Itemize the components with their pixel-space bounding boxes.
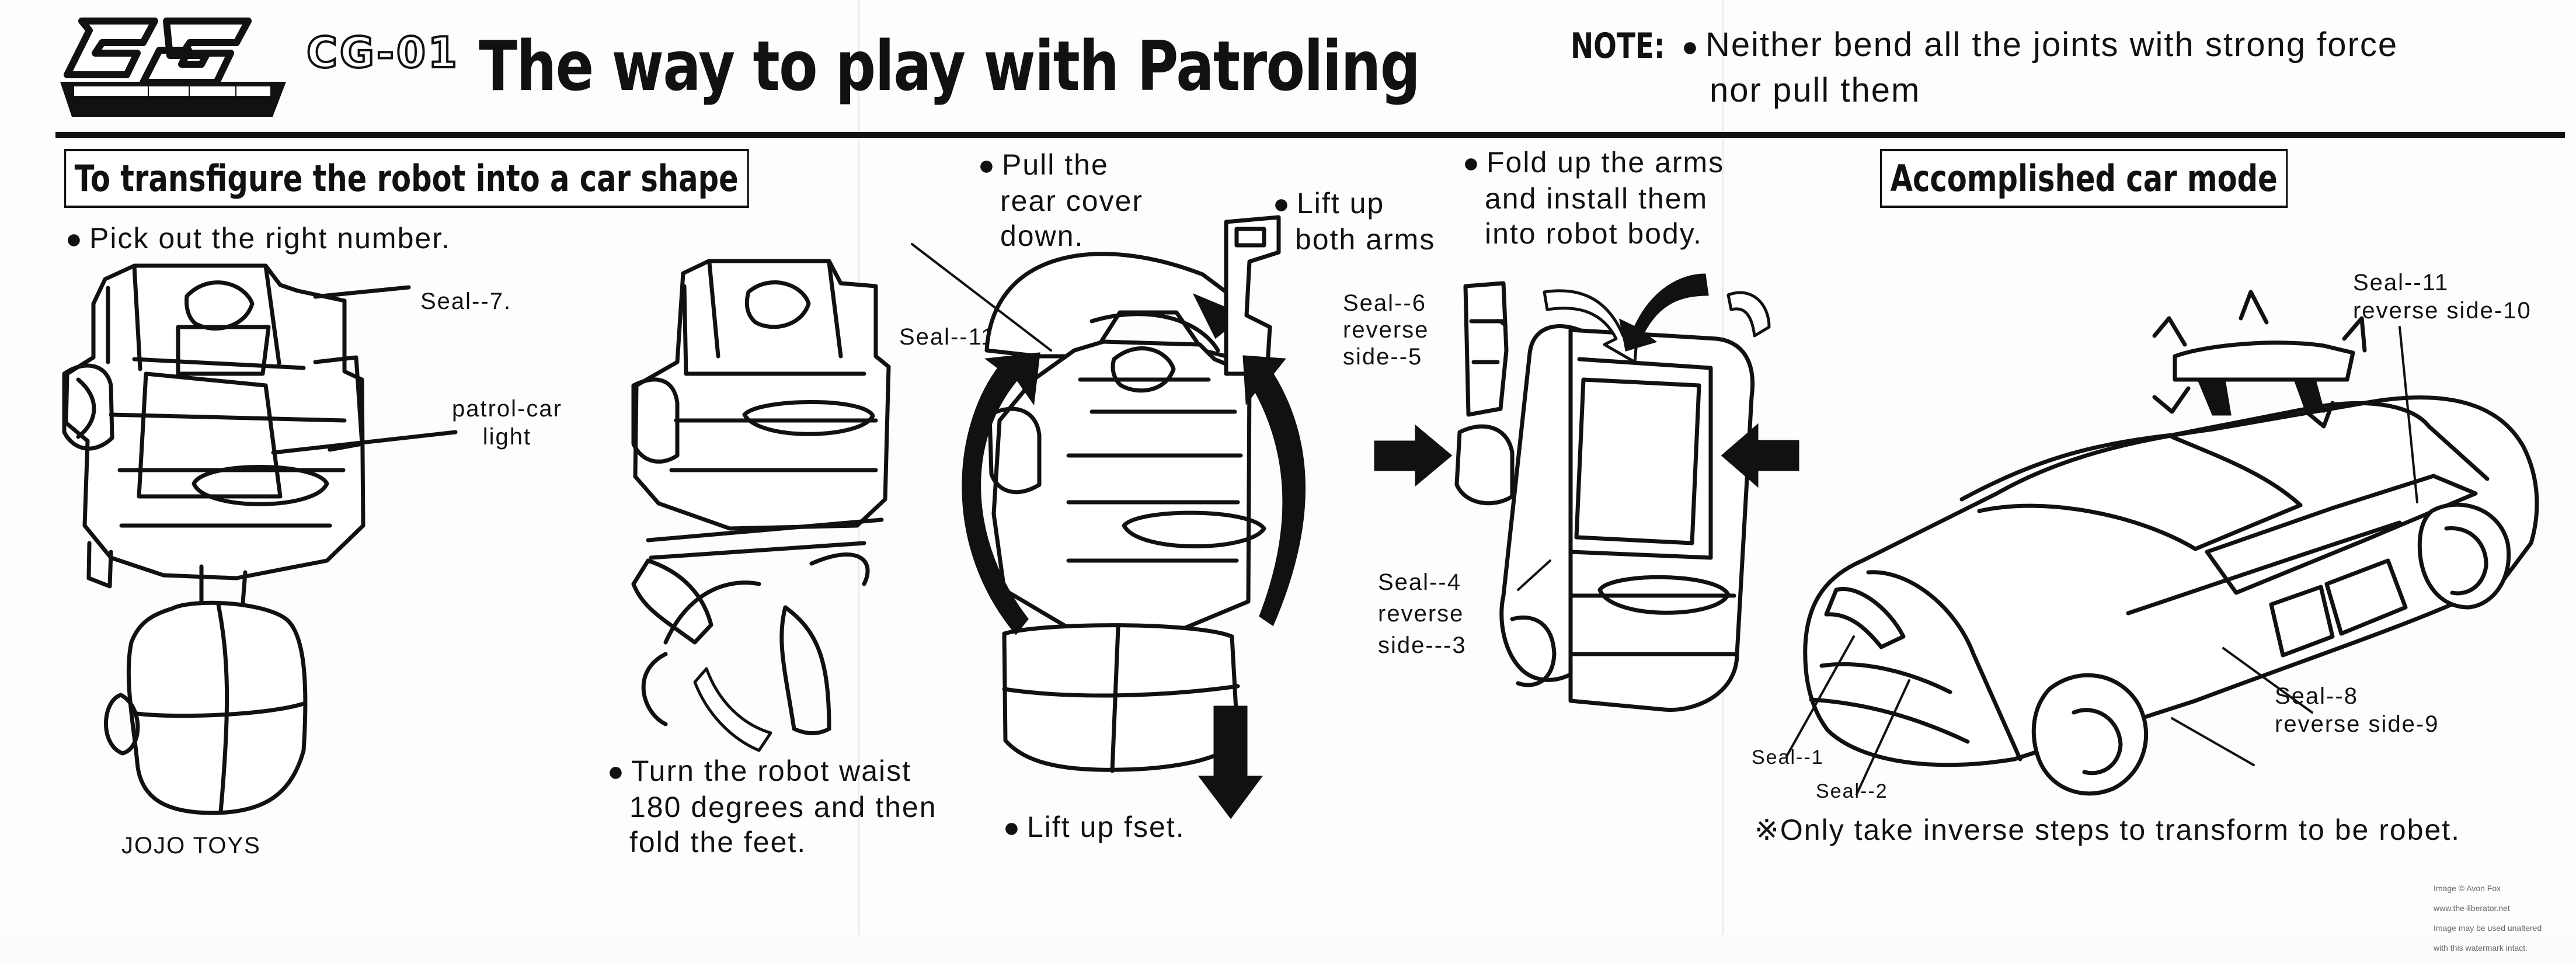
step-line: 180 degrees and then [607, 790, 937, 825]
robot-section-heading: To transfigure the robot into a car shap… [64, 149, 749, 208]
rear-cover-illustration [911, 215, 1306, 819]
step-line: and install them [1463, 181, 1724, 216]
step-line: ●Pull the [978, 147, 1143, 183]
bullet-icon: ● [65, 224, 83, 255]
seal-11-robot-label: Seal--11 [899, 324, 995, 350]
step-line: rear cover [978, 183, 1143, 218]
pick-number-text: Pick out the right number. [89, 222, 451, 255]
step-line-text: Fold up the arms [1487, 146, 1725, 179]
lift-arms-step: ●Lift up both arms [1273, 186, 1435, 257]
step-line-text: down. [1000, 220, 1084, 252]
bullet-icon: ● [1003, 812, 1021, 843]
note-label: NOTE: [1571, 26, 1665, 67]
cg-logo [55, 16, 301, 127]
step-line: into robot body. [1463, 216, 1724, 251]
note-line: ●Neither bend all the joints with strong… [1682, 23, 2534, 69]
step-line: both arms [1273, 222, 1435, 257]
lift-feet-text: Lift up fset. [1027, 811, 1185, 843]
pull-cover-step: ●Pull the rear cover down. [978, 147, 1143, 253]
bullet-icon: ● [1463, 148, 1481, 179]
bullet-icon: ● [607, 756, 625, 787]
copyright-line: www.the-liberator.net [2434, 903, 2510, 913]
fold-arms-step: ●Fold up the arms and install them into … [1463, 145, 1724, 251]
fold-arms-illustration [1374, 273, 1799, 712]
step-line: ●Lift up [1273, 186, 1435, 222]
step-line-text: Turn the robot waist [631, 755, 912, 787]
step-line-text: fold the feet. [629, 826, 807, 858]
label-line: reverse [1378, 601, 1464, 627]
inverse-steps-note: ※Only take inverse steps to transform to… [1755, 813, 2461, 846]
step-line-text: rear cover [1000, 185, 1144, 217]
pick-number-step: ●Pick out the right number. [65, 221, 451, 257]
label-line: patrol-car [452, 396, 562, 422]
note-line: nor pull them [1682, 69, 2534, 112]
header-rule [55, 132, 2565, 138]
label-line: reverse side-9 [2275, 711, 2439, 737]
label-line: Seal--11 [2353, 270, 2449, 295]
product-code: CG-01 [305, 27, 460, 78]
bullet-icon: ● [1273, 189, 1291, 220]
label-line: reverse side-10 [2353, 298, 2532, 324]
instruction-illustrations [62, 215, 2539, 819]
lift-feet-step: ●Lift up fset. [1003, 809, 1185, 846]
copyright-line: Image may be used unaltered [2434, 923, 2542, 933]
copyright-line: with this watermark intact. [2434, 943, 2528, 952]
seal-4-label: Seal--4 reverse side---3 [1378, 566, 1467, 661]
step-line: fold the feet. [607, 825, 937, 860]
label-line: reverse [1343, 317, 1429, 343]
step-line-text: and install them [1485, 182, 1708, 215]
bullet-icon: ● [1682, 32, 1700, 62]
step-line: ●Turn the robot waist [607, 753, 937, 790]
note-text: ●Neither bend all the joints with strong… [1682, 23, 2534, 112]
copyright-line: Image © Avon Fox [2434, 884, 2501, 893]
step-line-text: both arms [1295, 223, 1436, 256]
seal-7-label: Seal--7. [420, 288, 512, 314]
seal-1-label: Seal--1 [1752, 746, 1824, 769]
seal-8-label: Seal--8 reverse side-9 [2275, 682, 2439, 738]
note-line-text: nor pull them [1710, 71, 1921, 109]
patrol-light-label: patrol-car light [452, 395, 562, 451]
note-line-text: Neither bend all the joints with strong … [1705, 26, 2399, 64]
step-line-text: 180 degrees and then [629, 791, 937, 823]
step-line: down. [978, 218, 1143, 253]
seal-2-label: Seal--2 [1816, 780, 1888, 802]
seal-6-label: Seal--6 reverse side--5 [1343, 290, 1429, 370]
label-line: Seal--6 [1343, 290, 1426, 316]
cg-logo-icon [60, 18, 286, 117]
step-line-text: Pull the [1002, 148, 1109, 181]
robot-illustration [62, 263, 458, 815]
waist-turn-illustration [631, 259, 891, 752]
car-illustration [1785, 290, 2539, 796]
step-line-text: Lift up [1297, 187, 1385, 220]
label-line: side--5 [1343, 344, 1423, 370]
label-line: side---3 [1378, 632, 1467, 658]
brand-label: JOJO TOYS [121, 833, 261, 858]
bullet-icon: ● [978, 150, 996, 181]
seal-11-car-label: Seal--11 reverse side-10 [2353, 269, 2532, 325]
car-section-heading: Accomplished car mode [1880, 149, 2288, 208]
page-title: The way to play with Patroling [479, 26, 1421, 106]
label-line: light [482, 424, 532, 450]
instruction-sheet: CG-01 The way to play with Patroling NOT… [55, 0, 2565, 952]
turn-waist-step: ●Turn the robot waist 180 degrees and th… [607, 753, 937, 860]
label-line: Seal--4 [1378, 569, 1461, 595]
step-line-text: into robot body. [1485, 217, 1703, 250]
step-line: ●Fold up the arms [1463, 145, 1724, 181]
